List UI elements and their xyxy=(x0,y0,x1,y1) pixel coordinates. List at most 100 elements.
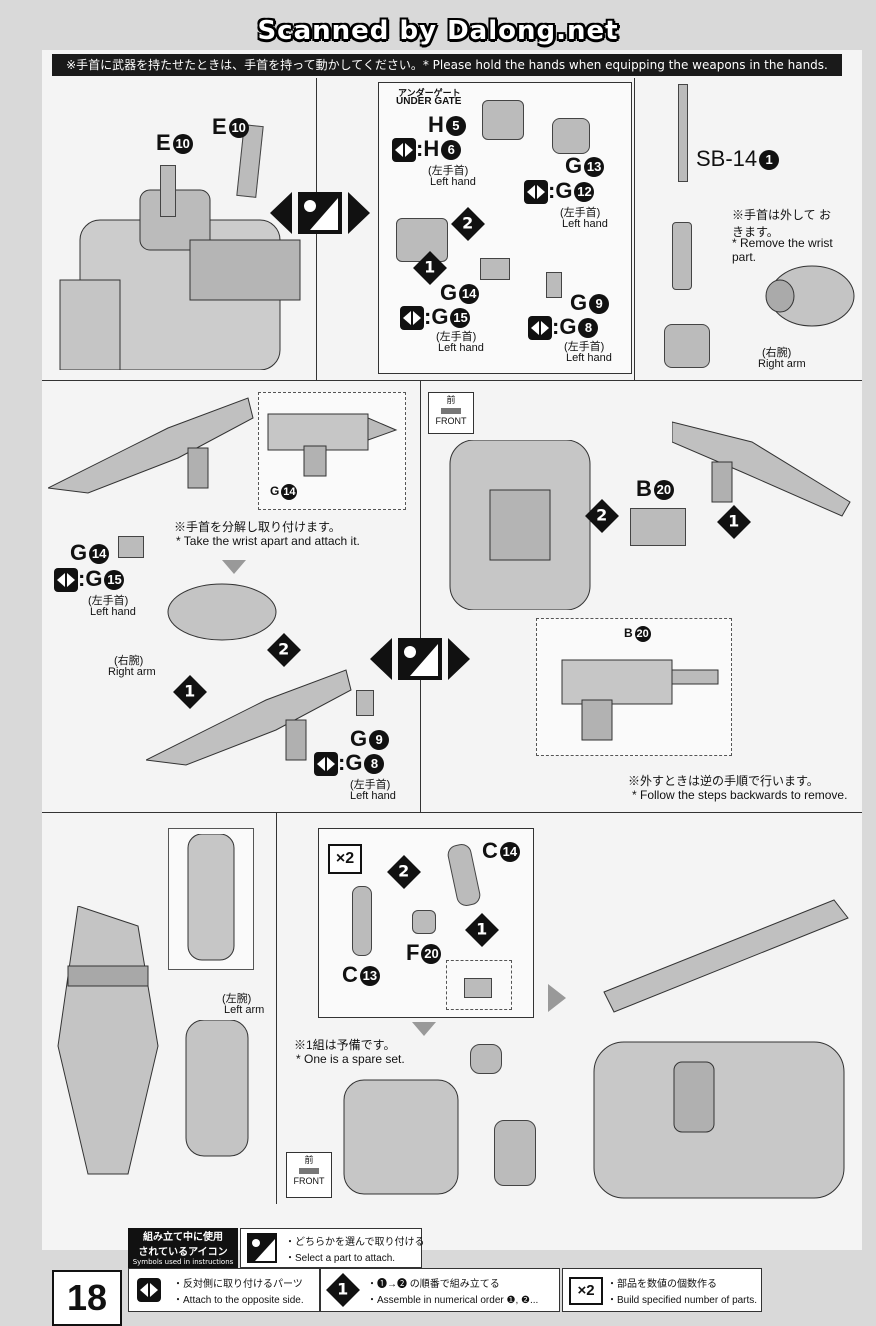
divider xyxy=(276,812,277,1204)
left-arm-en: Left arm xyxy=(224,1004,265,1016)
left-hand-jp: (左手首) xyxy=(436,331,477,343)
front-arrow-icon xyxy=(299,1168,319,1174)
divider xyxy=(42,380,862,381)
legend-select: ・どちらかを選んで取り付ける ・Select a part to attach. xyxy=(240,1228,425,1268)
spare-note-jp: ※1組は予備です。 xyxy=(294,1038,396,1052)
b20-part xyxy=(630,508,686,546)
left-hand-en: Left hand xyxy=(350,790,396,802)
under-gate-jp: アンダーゲート xyxy=(398,88,461,98)
right-arm-illustration xyxy=(167,583,277,641)
front-indicator: 前 FRONT xyxy=(286,1152,332,1198)
sword-mount-part xyxy=(494,1120,536,1186)
watermark: Scanned by Dalong.net xyxy=(257,16,619,46)
c13-part xyxy=(352,886,372,956)
hand-part xyxy=(118,536,144,558)
hand-part xyxy=(480,258,510,280)
wrist-note-jp: ※手首を分解し取り付けます。 xyxy=(174,520,341,534)
remove-wrist-note-en: * Remove the wrist part. xyxy=(732,236,833,264)
robot-waist-illustration xyxy=(343,1079,459,1195)
opposite-side-icon xyxy=(54,568,78,593)
build-count-icon: ×2 xyxy=(328,844,362,874)
e10-part-short xyxy=(160,165,176,217)
rifle-illustration xyxy=(48,397,254,494)
select-part-icon xyxy=(370,638,470,680)
left-hand-jp: (左手首) xyxy=(88,595,129,607)
right-arm-en: Right arm xyxy=(758,358,806,370)
select-part-icon xyxy=(270,192,370,234)
spare-part xyxy=(470,1044,502,1074)
hand-part xyxy=(356,690,374,716)
opposite-side-icon xyxy=(137,1278,161,1302)
hand-part xyxy=(482,100,524,140)
robot-body-illustration xyxy=(449,440,591,610)
page-number: 18 xyxy=(52,1270,122,1326)
rifle-illustration xyxy=(146,669,352,766)
hand-part xyxy=(552,118,590,154)
remove-wrist-note-jp: ※手首は外して おきます。 xyxy=(732,208,831,239)
saber-hilt-part xyxy=(672,222,692,290)
left-hand-en: Left hand xyxy=(438,342,484,354)
legend-title: 組み立て中に使用 されているアイコン Symbols used in instr… xyxy=(128,1228,238,1268)
robot-torso-illustration xyxy=(59,189,301,370)
left-arm-illustration xyxy=(185,1020,249,1157)
left-hand-en: Left hand xyxy=(430,176,476,188)
divider xyxy=(420,380,421,812)
right-arm-jp: (右腕) xyxy=(762,347,792,359)
build-count-icon: ×2 xyxy=(569,1277,603,1305)
under-gate-en: UNDER GATE xyxy=(396,96,462,107)
opposite-side-icon xyxy=(392,138,416,163)
front-arrow-icon xyxy=(441,408,461,414)
hand-part xyxy=(664,324,710,368)
left-hand-en: Left hand xyxy=(90,606,136,618)
opposite-side-icon xyxy=(314,752,338,777)
right-arm-jp: (右腕) xyxy=(114,655,144,667)
divider xyxy=(634,78,635,380)
beam-blade-part xyxy=(678,84,688,182)
legend-build-count: ×2 ・部品を数値の個数作る ・Build specified number o… xyxy=(562,1268,762,1312)
left-hand-jp: (左手首) xyxy=(350,779,391,791)
spare-note-en: * One is a spare set. xyxy=(296,1052,405,1066)
f20-part-detail xyxy=(464,978,492,998)
flow-arrow xyxy=(412,1022,436,1036)
forearm-detail xyxy=(187,834,235,961)
flow-arrow xyxy=(222,560,246,574)
select-part-icon xyxy=(247,1233,277,1263)
left-hand-jp: (左手首) xyxy=(564,341,605,353)
sword-illustration xyxy=(593,899,849,1199)
left-hand-en: Left hand xyxy=(562,218,608,230)
right-arm-illustration xyxy=(765,265,855,327)
rifle-mount-detail xyxy=(561,659,719,741)
hand-part xyxy=(546,272,562,298)
rifle-grip-detail xyxy=(267,413,398,477)
divider xyxy=(42,812,862,813)
shield-illustration xyxy=(57,906,159,1175)
left-hand-jp: (左手首) xyxy=(560,207,601,219)
front-indicator: 前 FRONT xyxy=(428,392,474,434)
step-1-icon: 1 xyxy=(326,1273,360,1307)
warning-banner: ※手首に武器を持たせたときは、手首を持って動かしてください。* Please h… xyxy=(52,54,842,76)
opposite-side-icon xyxy=(528,316,552,341)
right-arm-en: Right arm xyxy=(108,666,156,678)
remove-note-en: * Follow the steps backwards to remove. xyxy=(632,788,848,802)
left-arm-jp: (左腕) xyxy=(222,993,252,1005)
rifle-illustration xyxy=(672,421,851,517)
